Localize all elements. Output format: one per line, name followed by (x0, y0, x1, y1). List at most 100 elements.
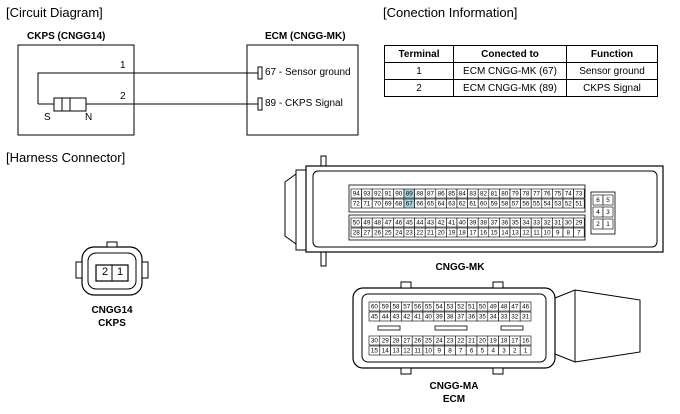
pin-number: 82 (480, 191, 488, 198)
pin-number: 1 (524, 348, 528, 355)
table-row: 2 ECM CNGG-MK (89) CKPS Signal (384, 79, 658, 97)
pin-number: 52 (565, 201, 573, 208)
pin89-label: 89 - CKPS Signal (265, 98, 343, 109)
pin-number: 10 (425, 348, 433, 355)
cngg14-pin-1: 1 (116, 266, 124, 278)
pin-number: 9 (556, 230, 560, 237)
pin-number: 55 (533, 201, 541, 208)
pin-number: 43 (427, 220, 435, 227)
pin-number: 18 (500, 338, 508, 345)
pin-number: 50 (353, 220, 361, 227)
pin-number: 23 (446, 338, 454, 345)
pin-number: 43 (392, 314, 400, 321)
pin-number: 46 (522, 304, 530, 311)
pin-number: 36 (501, 220, 509, 227)
cngg-ma-name: CNGG-MA (429, 381, 479, 392)
pin-number: 28 (353, 230, 361, 237)
pin67-label: 67 - Sensor ground (265, 67, 351, 78)
pin-number: 53 (446, 304, 454, 311)
pin-number: 56 (522, 201, 530, 208)
wire-1-number: 1 (120, 60, 126, 71)
pin89-terminal (257, 97, 263, 111)
cngg14-pin-2: 2 (101, 266, 109, 278)
pin-number: 4 (596, 209, 600, 216)
table-cell: 2 (384, 79, 454, 97)
pin-number: 33 (500, 314, 508, 321)
pin-number: 26 (374, 230, 382, 237)
table-cell: ECM CNGG-MK (89) (453, 79, 567, 97)
pin-number: 33 (533, 220, 541, 227)
pin-number: 47 (385, 220, 393, 227)
pin-number: 48 (500, 304, 508, 311)
pin-number: 59 (382, 304, 390, 311)
pin-number: 72 (353, 201, 361, 208)
pin-number: 54 (436, 304, 444, 311)
pin-number: 45 (371, 314, 379, 321)
cngg14-name: CNGG14 (91, 305, 133, 316)
pin-number: 14 (501, 230, 509, 237)
cngg-mk-name: CNGG-MK (435, 262, 485, 273)
pin-cell (602, 194, 614, 206)
pin-number: 40 (459, 220, 467, 227)
pin-number: 53 (554, 201, 562, 208)
pin-number: 91 (385, 191, 393, 198)
pin-number: 52 (457, 304, 465, 311)
pin-number: 9 (437, 348, 441, 355)
connection-info-heading: [Conection Information] (383, 5, 518, 20)
circuit-diagram-heading: [Circuit Diagram] (6, 5, 103, 20)
pin-number: 29 (382, 338, 390, 345)
pin-number: 69 (385, 201, 393, 208)
ckps-title: CKPS (CNGG14) (27, 31, 106, 42)
pin-number: 60 (371, 304, 379, 311)
pin-number: 64 (438, 201, 446, 208)
sensor-n-label: N (85, 112, 93, 123)
pin-number: 19 (490, 338, 498, 345)
pin-cell (519, 311, 532, 322)
pin-number: 85 (448, 191, 456, 198)
pin-number: 31 (554, 220, 562, 227)
pin-cell (573, 217, 585, 228)
pin-number: 46 (395, 220, 403, 227)
pin-number: 39 (469, 220, 477, 227)
pin-number: 44 (382, 314, 390, 321)
cngg14-subtitle: CKPS (98, 318, 126, 329)
table-row: 1 ECM CNGG-MK (67) Sensor ground (384, 62, 658, 80)
pin-cell (573, 198, 585, 209)
pin-number: 65 (427, 201, 435, 208)
pin-number: 10 (544, 230, 552, 237)
pin-number: 14 (382, 348, 390, 355)
pin-number: 15 (371, 348, 379, 355)
pin-number: 30 (371, 338, 379, 345)
pin-number: 7 (577, 230, 581, 237)
pin-number: 22 (416, 230, 424, 237)
pin-number: 18 (459, 230, 467, 237)
pin-number: 93 (363, 191, 371, 198)
header-terminal: Terminal (384, 45, 454, 63)
pin-number: 28 (392, 338, 400, 345)
pin-number: 89 (406, 191, 414, 198)
pin-number: 62 (459, 201, 467, 208)
pin-cell (602, 218, 614, 230)
pin-number: 21 (468, 338, 476, 345)
pin-cell (573, 188, 585, 199)
pin-number: 81 (491, 191, 499, 198)
header-function: Function (566, 45, 658, 63)
pin-number: 71 (363, 201, 371, 208)
pin-number: 83 (469, 191, 477, 198)
pin-number: 39 (436, 314, 444, 321)
wire-1 (37, 72, 258, 100)
table-cell: CKPS Signal (566, 79, 658, 97)
pin-number: 42 (438, 220, 446, 227)
pin-number: 8 (448, 348, 452, 355)
pin-number: 38 (446, 314, 454, 321)
pin-number: 58 (392, 304, 400, 311)
pin-number: 38 (480, 220, 488, 227)
pin-number: 32 (544, 220, 552, 227)
pin-number: 75 (554, 191, 562, 198)
pin-number: 61 (469, 201, 477, 208)
pin-number: 29 (575, 220, 583, 227)
pin-number: 73 (575, 191, 583, 198)
pin-number: 2 (596, 221, 600, 228)
pin-number: 16 (522, 338, 530, 345)
